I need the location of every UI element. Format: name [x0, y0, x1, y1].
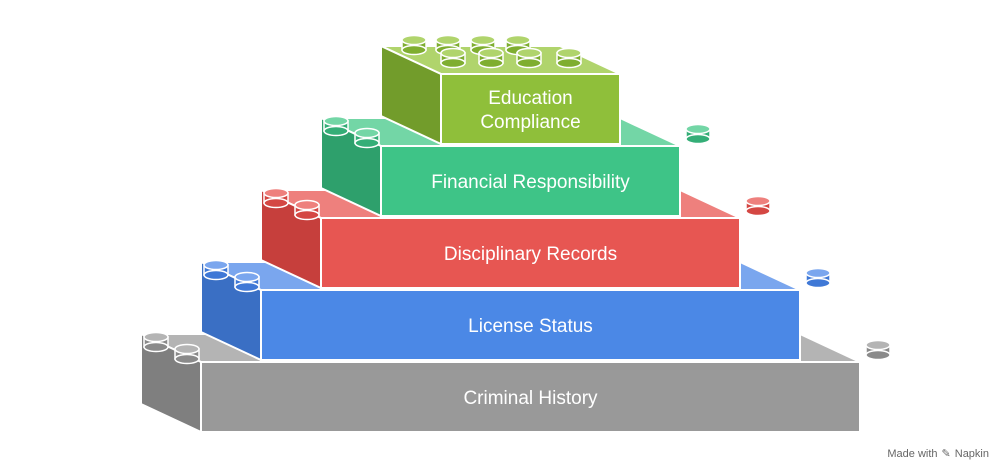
brick-stud — [143, 331, 169, 353]
brick-stud — [745, 195, 771, 217]
brick-stud — [440, 47, 466, 69]
brick-stud — [354, 127, 380, 149]
brick-stud — [865, 339, 891, 361]
brick-label: Disciplinary Records — [444, 244, 617, 265]
made-with-text: Made with — [887, 447, 938, 460]
brick-stud — [263, 187, 289, 209]
brick-stud — [516, 47, 542, 69]
brick-stud — [401, 34, 427, 56]
brick-front-face — [260, 289, 801, 361]
brick-label: Education — [488, 88, 573, 109]
brick-stud — [294, 199, 320, 221]
brick-stud — [505, 34, 531, 56]
brick-label: Compliance — [480, 112, 580, 133]
brick-front-face — [440, 73, 621, 145]
brick-stud — [174, 343, 200, 365]
napkin-logo-icon: ✎ — [941, 448, 951, 460]
brick-stud — [556, 47, 582, 69]
brick-stud — [805, 267, 831, 289]
brick-label: License Status — [468, 316, 593, 337]
brick-stud — [685, 123, 711, 145]
footer-watermark: Made with ✎ Napkin — [887, 447, 989, 461]
brick-front-face — [320, 217, 741, 289]
brick-stud — [203, 259, 229, 281]
brick-label: Financial Responsibility — [431, 172, 630, 193]
brick-label: Criminal History — [463, 388, 598, 409]
brick-stud — [323, 115, 349, 137]
brick-stud — [234, 271, 260, 293]
brick-stud — [478, 47, 504, 69]
brick-front-face — [380, 145, 681, 217]
brick-front-face — [200, 361, 861, 433]
brand-name: Napkin — [954, 447, 989, 460]
